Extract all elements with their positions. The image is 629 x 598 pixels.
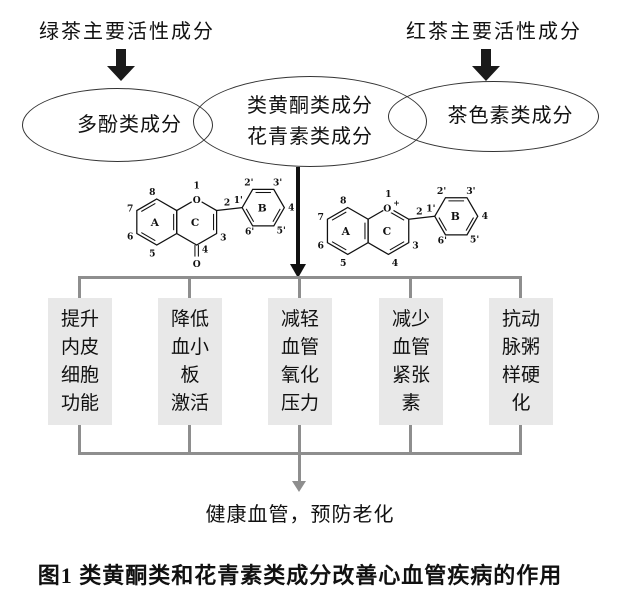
polyphenol-label: 多酚类成分: [77, 113, 182, 136]
connector-stub: [409, 425, 412, 452]
effect-box-platelet: 降低 血小 板 激活: [158, 298, 222, 425]
flavylium-pos-1: 1: [385, 189, 391, 200]
flavonoid-label: 类黄酮类成分: [247, 94, 373, 117]
flavone-pos-1p: 1': [234, 195, 243, 206]
flavone-pos-5: 5: [149, 249, 155, 260]
flavone-pos-4p: 4': [288, 203, 294, 214]
flavone-ring-b-label: B: [258, 202, 267, 214]
anthocyanin-label: 花青素类成分: [247, 125, 373, 148]
outcome-label: 健康血管，预防老化: [205, 504, 395, 526]
flavylium-pos-3: 3: [412, 241, 418, 252]
ellipse-flavonoid-anthocyanin: 类黄酮类成分 花青素类成分: [193, 76, 427, 167]
flavone-pos-3: 3: [220, 232, 226, 243]
flavone-pos-6p: 6': [245, 227, 254, 238]
flavylium-pos-3p: 3': [466, 186, 475, 197]
connector-stub: [409, 276, 412, 298]
effect-line: 减少: [391, 309, 430, 330]
effect-line: 素: [401, 393, 421, 414]
effect-line: 激活: [170, 393, 209, 414]
flavylium-o1-atom: O: [383, 203, 391, 214]
effect-line: 血管: [280, 337, 319, 358]
effect-box-angiotensin: 减少 血管 紧张 素: [379, 298, 443, 425]
flavylium-pos-4p: 4': [482, 211, 488, 222]
flavone-pos-4: 4: [202, 245, 208, 256]
effect-line: 脉粥: [501, 337, 540, 358]
flavone-pos-5p: 5': [277, 226, 286, 237]
flavylium-pos-1p: 1': [426, 203, 435, 214]
effect-line: 压力: [280, 393, 319, 414]
connector-stub: [188, 425, 191, 452]
effect-line: 内皮: [60, 337, 99, 358]
effect-line: 抗动: [501, 309, 540, 330]
flavone-ring-c-label: C: [191, 217, 199, 229]
flavylium-pos-6p: 6': [438, 236, 447, 247]
connector-stub: [188, 276, 191, 298]
connector-stub: [78, 276, 81, 298]
flavone-ring-a-label: A: [150, 217, 160, 229]
connector-stub: [298, 425, 301, 452]
ellipse-tea-pigment: 茶色素类成分: [388, 81, 599, 152]
main-down-arrow-head: [290, 264, 306, 278]
ellipse-polyphenol: 多酚类成分: [22, 88, 213, 162]
green-tea-source-label: 绿茶主要活性成分: [39, 21, 215, 43]
effect-line: 降低: [170, 309, 209, 330]
effect-line: 血小: [170, 337, 209, 358]
flavone-pos-6: 6: [127, 231, 133, 242]
effect-box-oxidative-stress: 减轻 血管 氧化 压力: [268, 298, 332, 425]
effect-line: 紧张: [391, 365, 430, 386]
flavylium-ring-a-label: A: [341, 225, 351, 238]
flavylium-ring-b-label: B: [451, 210, 460, 223]
effect-line: 样硬: [501, 365, 540, 386]
flavylium-pos-2: 2: [416, 206, 422, 217]
flavylium-pos-5p: 5': [470, 235, 479, 246]
outcome-down-arrow: [298, 452, 301, 482]
flavylium-ring-c-label: C: [383, 225, 392, 238]
flavylium-pos-5: 5: [340, 258, 346, 269]
flavylium-plus-charge: +: [393, 199, 400, 208]
flavylium-pos-8: 8: [340, 196, 346, 207]
effect-line: 化: [511, 393, 531, 414]
flavone-carbonyl-o-atom: O: [193, 259, 201, 270]
connector-stub: [519, 276, 522, 298]
effect-box-endothelial: 提升 内皮 细胞 功能: [48, 298, 112, 425]
flavone-structure: O O 1 2 3 4 5 6 7 8 1' 2' 3' 4' 5' 6' A …: [127, 178, 294, 270]
main-down-arrow: [296, 167, 300, 266]
flavylium-structure: O + 1 2 3 4 5 6 7 8 1' 2' 3' 4' 5' 6' A …: [317, 186, 488, 269]
flavone-pos-3p: 3': [273, 178, 282, 189]
flavone-pos-8: 8: [149, 187, 155, 198]
tea-pigment-label: 茶色素类成分: [447, 105, 574, 127]
black-tea-down-arrow-icon: [472, 49, 500, 81]
flavylium-pos-2p: 2': [437, 186, 446, 197]
flavylium-pos-6: 6: [317, 241, 323, 252]
effect-line: 细胞: [60, 365, 99, 386]
figure-caption: 图1 类黄酮类和花青素类成分改善心血管疾病的作用: [37, 563, 563, 588]
flavone-pos-2: 2: [224, 198, 230, 209]
connector-stub: [78, 425, 81, 452]
effect-line: 功能: [60, 393, 99, 414]
effect-line: 减轻: [280, 309, 319, 330]
effect-line: 板: [180, 365, 200, 386]
flavone-pos-2p: 2': [244, 178, 253, 189]
effect-box-atherosclerosis: 抗动 脉粥 样硬 化: [489, 298, 553, 425]
outcome-down-arrow-head: [292, 481, 306, 492]
connector-stub: [298, 276, 301, 298]
effect-line: 血管: [391, 337, 430, 358]
flavone-o1-atom: O: [193, 195, 201, 206]
black-tea-source-label: 红茶主要活性成分: [406, 21, 582, 43]
flavylium-pos-7: 7: [317, 212, 323, 223]
flavone-pos-7: 7: [127, 203, 133, 214]
flavone-pos-1: 1: [193, 180, 199, 191]
flavylium-pos-4: 4: [392, 258, 399, 269]
effect-line: 提升: [60, 309, 99, 330]
effect-line: 氧化: [280, 365, 319, 386]
green-tea-down-arrow-icon: [107, 49, 135, 81]
connector-stub: [519, 425, 522, 452]
